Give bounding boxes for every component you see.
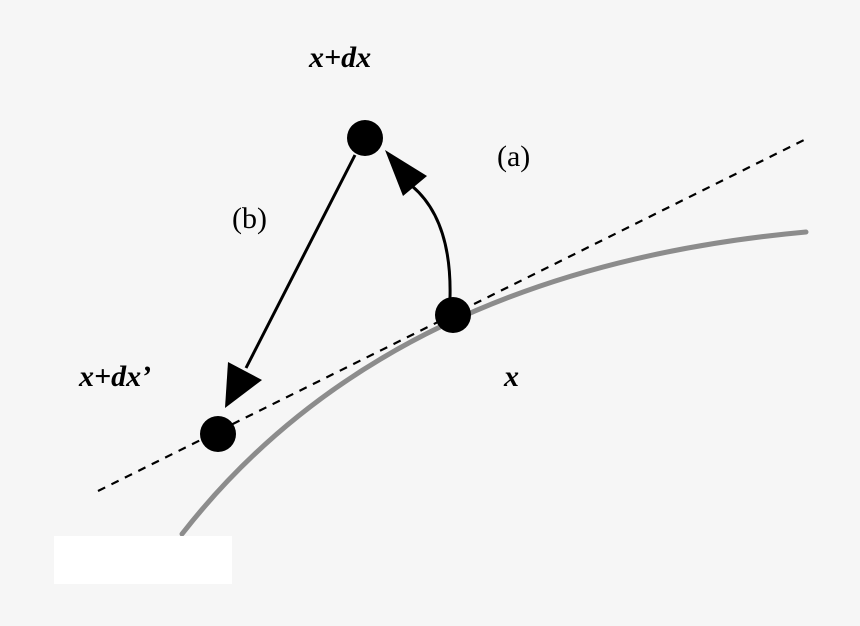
- blank-label-box: [54, 536, 232, 584]
- label-step-b: (b): [232, 202, 267, 235]
- point-x-plus-dx: [347, 120, 383, 156]
- label-x-plus-dx-prime: x+dx’: [78, 360, 151, 393]
- arrow-a: [411, 184, 452, 299]
- label-step-a: (a): [497, 140, 530, 173]
- point-x: [435, 297, 471, 333]
- point-x-plus-dx-prime: [200, 416, 236, 452]
- label-x-plus-dx: x+dx: [308, 41, 371, 74]
- arrow-a-head: [385, 150, 427, 196]
- constraint-curve: [179, 229, 809, 537]
- arrow-b-head: [225, 362, 262, 408]
- arrow-b: [244, 154, 357, 369]
- label-x: x: [503, 360, 519, 393]
